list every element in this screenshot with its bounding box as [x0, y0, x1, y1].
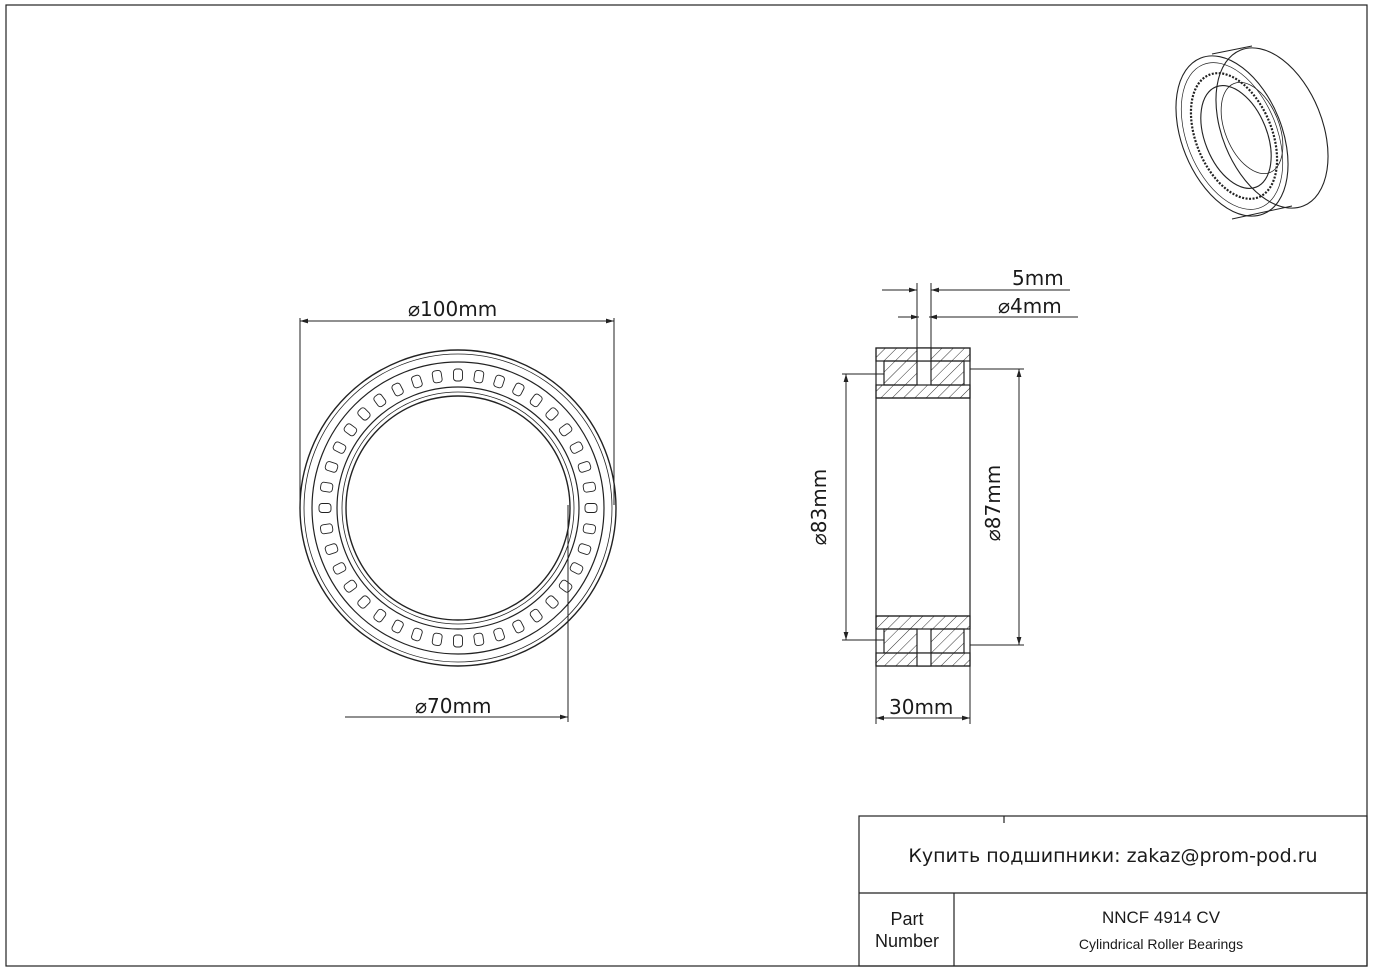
roller — [512, 382, 525, 397]
roller — [453, 634, 463, 648]
roller — [577, 543, 592, 555]
roller — [343, 579, 358, 593]
roller — [357, 595, 371, 609]
roller — [373, 393, 387, 408]
label-inner-diameter: ⌀70mm — [415, 696, 491, 716]
dim-87 — [970, 368, 1024, 646]
roller — [473, 369, 485, 384]
label-diameter-83: ⌀83mm — [807, 468, 832, 546]
dim-width — [875, 666, 971, 724]
part-label-line2: Number — [874, 931, 940, 951]
diameter-symbol: ⌀ — [807, 533, 832, 546]
roller — [324, 543, 339, 555]
roller — [332, 441, 347, 454]
diameter-83-value: 83mm — [807, 468, 832, 534]
inner-diameter-value: 70mm — [427, 694, 492, 718]
part-number-value: NNCF 4914 CV — [1101, 908, 1221, 927]
roller — [512, 619, 525, 634]
side-view — [875, 347, 971, 667]
roller — [529, 608, 543, 623]
label-outer-diameter: ⌀100mm — [408, 299, 497, 319]
title-block-email: Купить подшипники: zakaz@prom-pod.ru — [908, 845, 1318, 867]
label-width: 30mm — [889, 697, 953, 717]
dim-outer-diameter — [299, 318, 615, 505]
roller — [373, 608, 387, 623]
part-label-line1: Part — [890, 908, 924, 929]
outer-diameter-value: 100mm — [420, 297, 498, 321]
diameter-symbol: ⌀ — [408, 297, 421, 321]
roller — [324, 461, 339, 473]
roller — [411, 627, 423, 642]
roller — [391, 619, 404, 634]
part-number-label: Part Number — [860, 896, 954, 964]
label-diameter-87: ⌀87mm — [981, 464, 1006, 542]
roller — [529, 393, 543, 408]
sheet-border — [5, 4, 1368, 967]
diameter-symbol: ⌀ — [415, 694, 428, 718]
roller — [411, 374, 423, 389]
part-info: NNCF 4914 CV Cylindrical Roller Bearings — [956, 896, 1366, 964]
roller — [343, 423, 358, 437]
roller — [582, 481, 597, 493]
roller — [558, 423, 573, 437]
roller — [319, 481, 334, 493]
roller — [319, 523, 334, 535]
front-view — [299, 349, 617, 667]
roller — [545, 595, 559, 609]
roller — [391, 382, 404, 397]
roller — [473, 632, 485, 647]
roller — [545, 407, 559, 421]
roller — [569, 441, 584, 454]
roller — [453, 368, 463, 382]
roller-set — [318, 368, 598, 648]
groove-width-value: 5mm — [1012, 266, 1064, 290]
roller — [569, 562, 584, 575]
diameter-symbol: ⌀ — [981, 529, 1006, 542]
dim-groove-width — [882, 283, 1070, 348]
label-groove-width: 5mm — [1012, 268, 1064, 288]
part-description: Cylindrical Roller Bearings — [1078, 936, 1244, 952]
roller — [318, 503, 332, 513]
roller — [558, 579, 573, 593]
label-hole-diameter: ⌀4mm — [998, 296, 1062, 316]
roller — [584, 503, 598, 513]
hole-diameter-value: 4mm — [1010, 294, 1062, 318]
roller — [431, 369, 443, 384]
roller — [332, 562, 347, 575]
diameter-symbol: ⌀ — [998, 294, 1011, 318]
diameter-87-value: 87mm — [981, 464, 1006, 530]
dim-inner-diameter — [345, 505, 569, 722]
roller — [493, 374, 505, 389]
roller — [577, 461, 592, 473]
width-value: 30mm — [889, 695, 954, 719]
roller — [582, 523, 597, 535]
isometric-view — [1175, 45, 1329, 220]
title-block — [858, 815, 1368, 967]
roller — [431, 632, 443, 647]
roller — [357, 407, 371, 421]
roller — [493, 627, 505, 642]
dim-83 — [842, 373, 884, 641]
